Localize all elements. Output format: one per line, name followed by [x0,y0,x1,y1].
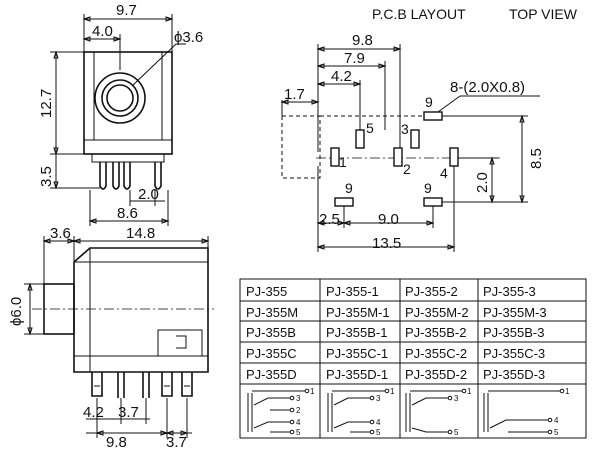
schem-pin: 5 [554,428,559,437]
dim-offset: 4.0 [92,23,113,40]
dim-height: 12.7 [38,89,55,118]
pcb-dim-17: 1.7 [284,86,305,103]
model-cell: PJ-355C-1 [326,346,388,361]
model-cell: PJ-355B-3 [483,325,544,340]
pcb-dim-90: 9.0 [378,211,399,228]
schem-pin: 5 [454,428,459,437]
pcb-dim-79: 7.9 [344,50,365,67]
dim-length: 14.8 [126,225,155,242]
model-cell: PJ-355C-3 [483,346,545,361]
model-cell: PJ-355B [246,325,296,340]
schematic-3 [405,388,467,435]
pcb-dim-98: 9.8 [352,32,373,49]
model-cell: PJ-355C-2 [405,346,467,361]
dim-span: 9.8 [106,434,127,450]
model-cell: PJ-355C [246,346,297,361]
pin-label-2: 2 [403,161,411,177]
pin-label-5: 5 [366,120,374,136]
model-cell: PJ-355D [246,367,297,382]
schem-pin: 5 [376,428,381,437]
schematic-2 [327,388,390,435]
schem-pin: 2 [296,406,301,415]
pin-label-9a: 9 [425,94,433,110]
side-view [24,236,214,438]
model-cell: PJ-355 [246,284,287,299]
schem-pin: 4 [296,418,301,427]
schematic-4 [483,388,565,435]
model-table [239,278,587,439]
model-cell: PJ-355M-1 [326,305,390,320]
pin-label-1: 1 [339,154,347,170]
dim-pin-gap: 2.0 [138,186,159,203]
model-cell: PJ-355D-2 [405,367,467,382]
pcb-dim-42: 4.2 [331,68,352,85]
model-cell: PJ-355B-2 [405,325,466,340]
schem-pin: 3 [454,394,459,403]
model-cell: PJ-355-1 [326,284,379,299]
dim-dia: ϕ6.0 [8,297,25,326]
schematic-1 [247,388,310,435]
model-cell: PJ-355M-3 [483,305,547,320]
schem-pin: 4 [554,416,559,425]
pin-label-4: 4 [440,165,448,181]
model-cell: PJ-355M [246,305,298,320]
schem-pin: 4 [376,418,381,427]
pin-label-9c: 9 [424,180,432,196]
pcb-dim-135: 13.5 [372,235,401,252]
model-cell: PJ-355B-1 [326,325,387,340]
dim-nose: 3.6 [50,225,71,242]
pcb-layout [280,44,540,252]
schem-pin: 1 [310,387,315,396]
schem-pin: 1 [467,387,472,396]
top-view-label: TOP VIEW [509,6,578,22]
schem-pin: 3 [296,394,301,403]
schem-pin: 1 [390,387,395,396]
schem-pin: 3 [376,394,381,403]
dim-pin-len: 3.5 [38,166,55,187]
model-cell: PJ-355M-2 [405,305,469,320]
model-cell: PJ-355D-3 [483,367,545,382]
dim-hole-dia: ϕ3.6 [174,29,203,46]
model-cell: PJ-355-2 [405,284,458,299]
front-view [50,14,186,226]
dim-width: 9.7 [116,2,137,19]
schem-pin: 1 [565,387,570,396]
model-cell: PJ-355D-1 [326,367,388,382]
dim-pin-a: 4.2 [83,404,104,421]
schem-pin: 5 [296,428,301,437]
pcb-dim-25: 2.5 [319,211,340,228]
pcb-dim-85: 8.5 [528,148,545,169]
pcb-pad-size: 8-(2.0X0.8) [450,79,525,96]
model-cell: PJ-355-3 [483,284,536,299]
pcb-layout-label: P.C.B LAYOUT [372,6,466,22]
dim-pin-b: 3.7 [118,404,139,421]
pin-label-3: 3 [401,121,409,137]
dim-pin-span: 8.6 [117,205,138,222]
pcb-dim-20: 2.0 [474,172,491,193]
dim-tail: 3.7 [166,434,187,450]
pin-label-9b: 9 [345,180,353,196]
